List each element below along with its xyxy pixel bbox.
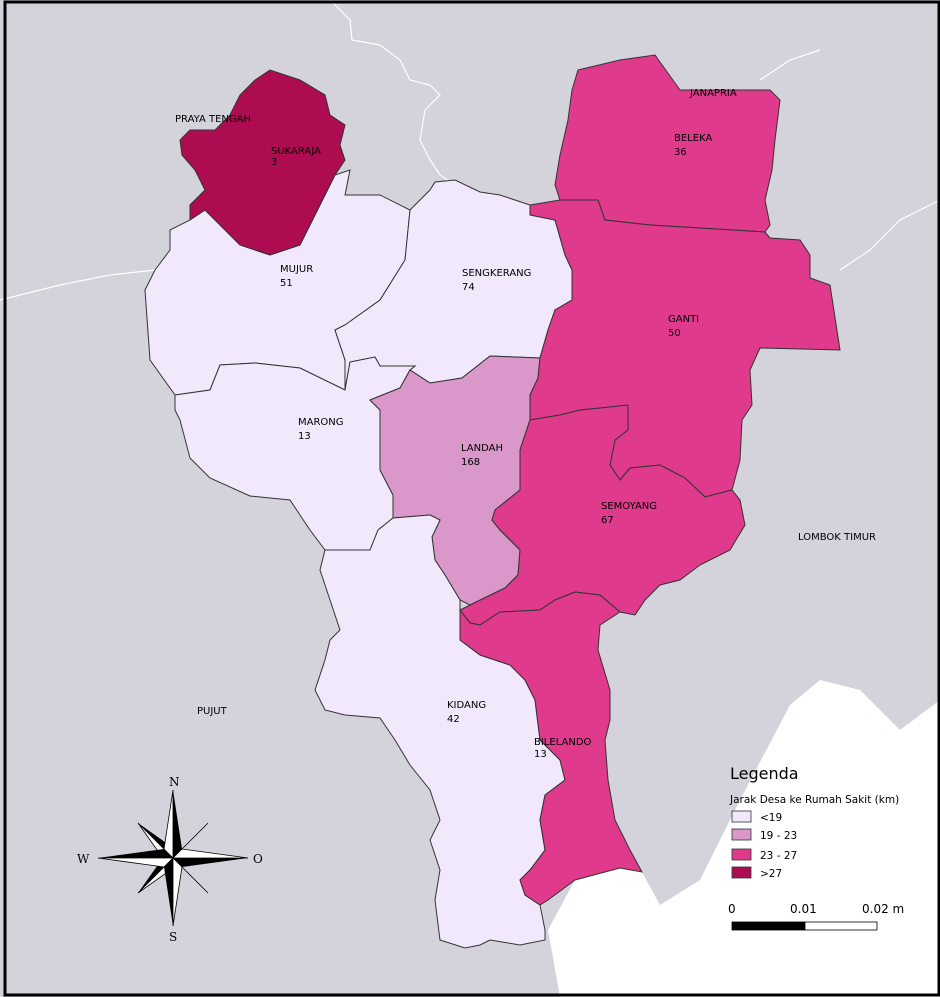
compass-s: S <box>169 930 177 944</box>
map-border <box>3 0 940 997</box>
village-labels: SUKARAJA 3 MUJUR 51 SENGKERANG 74 MARONG… <box>271 133 712 760</box>
scale-bar: 0 0.01 0.02 m <box>728 902 904 931</box>
village-polygons <box>144 54 841 949</box>
scale-tick-0: 0 <box>728 902 736 916</box>
legend-swatch-23-27 <box>731 848 752 861</box>
scale-tick-2: 0.02 m <box>862 902 904 916</box>
compass-n: N <box>169 775 180 789</box>
legend-label-gt27: >27 <box>760 868 782 880</box>
label-semoyang-value: 67 <box>601 515 614 526</box>
compass-major-points <box>97 789 249 927</box>
label-pujut: PUJUT <box>197 706 228 717</box>
legend-label-lt19: <19 <box>760 812 782 824</box>
label-sengkerang-name: SENGKERANG <box>462 268 531 279</box>
label-kidang-value: 42 <box>447 714 460 725</box>
label-ganti-value: 50 <box>668 328 681 339</box>
village-sukaraja <box>179 69 346 256</box>
legend: Legenda Jarak Desa ke Rumah Sakit (km) <… <box>729 764 899 880</box>
roads <box>0 0 940 301</box>
legend-subtitle: Jarak Desa ke Rumah Sakit (km) <box>729 794 899 806</box>
label-praya-tengah: PRAYA TENGAH <box>175 114 251 125</box>
label-landah-name: LANDAH <box>461 443 503 454</box>
label-beleka-value: 36 <box>674 147 687 158</box>
label-mujur-name: MUJUR <box>280 264 313 275</box>
label-sukaraja-value: 3 <box>271 157 277 168</box>
legend-swatch-gt27 <box>731 866 752 879</box>
legend-label-23-27: 23 - 27 <box>760 850 797 862</box>
label-marong-name: MARONG <box>298 417 344 428</box>
label-sukaraja-name: SUKARAJA <box>271 146 321 157</box>
legend-title: Legenda <box>730 764 799 783</box>
village-bilelando <box>459 591 643 906</box>
context-labels: PRAYA TENGAH JANAPRIA LOMBOK TIMUR PUJUT <box>175 88 876 717</box>
label-janapria: JANAPRIA <box>689 88 737 99</box>
village-semoyang <box>459 404 746 626</box>
label-sengkerang-value: 74 <box>462 282 475 293</box>
compass-e: O <box>253 852 263 866</box>
label-landah-value: 168 <box>461 457 480 468</box>
scale-bar-white <box>804 921 878 931</box>
label-lombok-timur: LOMBOK TIMUR <box>798 532 876 543</box>
label-bilelando-name: BILELANDO <box>534 737 592 748</box>
legend-label-19-23: 19 - 23 <box>760 830 797 842</box>
label-kidang-name: KIDANG <box>447 700 486 711</box>
label-mujur-value: 51 <box>280 278 293 289</box>
legend-swatch-19-23 <box>731 828 752 841</box>
legend-swatch-lt19 <box>731 810 752 823</box>
scale-tick-1: 0.01 <box>790 902 817 916</box>
label-beleka-name: BELEKA <box>674 133 712 144</box>
label-semoyang-name: SEMOYANG <box>601 501 657 512</box>
scale-bar-black <box>731 921 806 931</box>
compass-rose: N S W O <box>77 775 263 944</box>
label-bilelando-value: 13 <box>534 749 547 760</box>
compass-w: W <box>77 852 90 866</box>
label-marong-value: 13 <box>298 431 311 442</box>
label-ganti-name: GANTI <box>668 314 699 325</box>
